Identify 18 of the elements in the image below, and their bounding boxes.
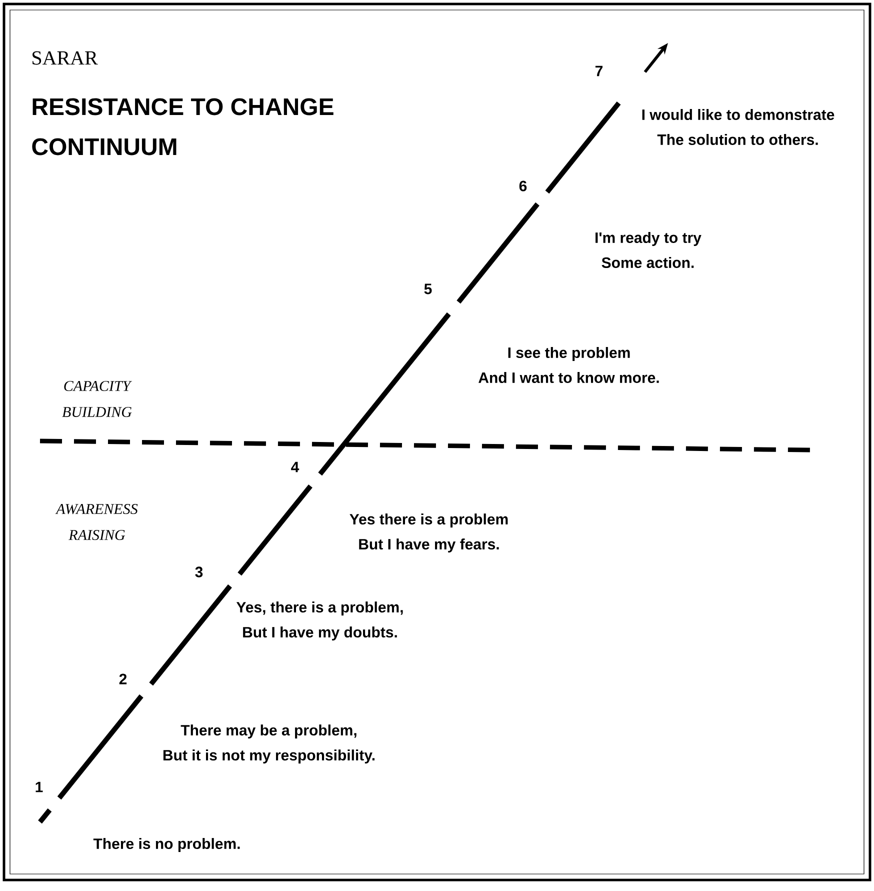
stage-number: 6 <box>519 180 527 192</box>
stage-statement: I would like to demonstrate The solution to others. <box>642 109 834 145</box>
stage-number: 1 <box>36 782 43 792</box>
zone-label: CAPACITY BUILDING <box>62 380 132 418</box>
stage-number: 5 <box>424 284 432 294</box>
stage-statement: There may be a problem, But it is not my responsibility. <box>163 724 375 764</box>
title: RESISTANCE TO CHANGE CONTINUUM <box>32 98 334 156</box>
stage-statement: I see the problem And I want to know more. <box>478 347 659 383</box>
stage-statement: Yes there is a problem But I have my fears. <box>350 514 508 552</box>
zone-label: AWARENESS RAISING <box>55 504 138 540</box>
stage-number: 3 <box>195 566 203 578</box>
stage-number: 7 <box>595 66 603 76</box>
header-text: SARAR <box>32 51 98 65</box>
stage-number: 2 <box>119 674 127 684</box>
stage-statement: There is no problem. <box>93 838 240 852</box>
stage-statement: Yes, there is a problem, But I have my doubts. <box>236 602 403 640</box>
stage-statement: I'm ready to try Some action. <box>596 232 702 268</box>
stage-number: 4 <box>291 462 300 472</box>
